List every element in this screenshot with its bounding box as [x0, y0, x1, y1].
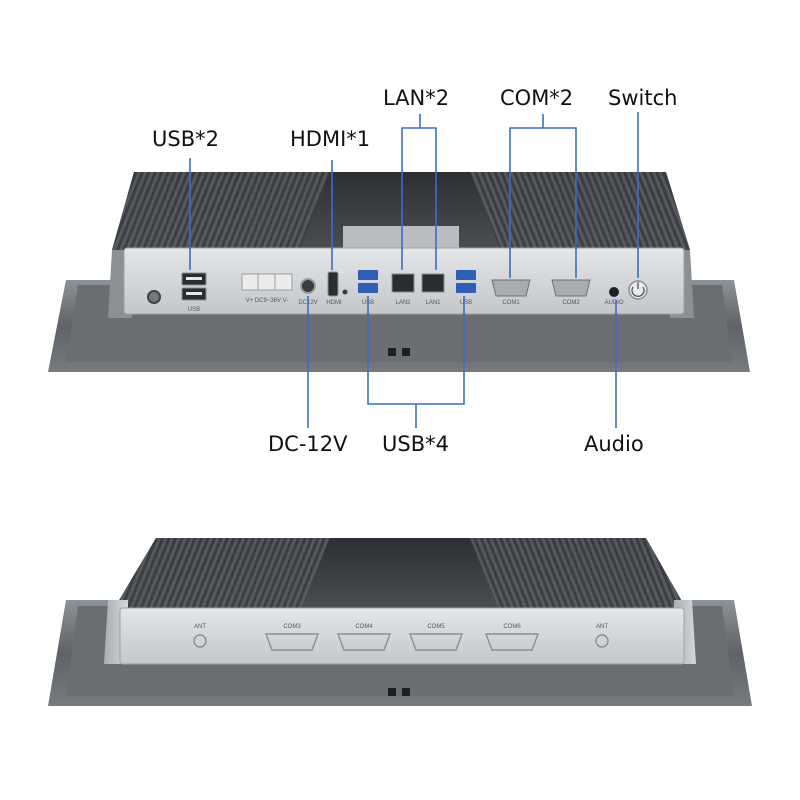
plate-label-lan1: LAN1: [425, 300, 441, 306]
com1-port: [491, 279, 531, 297]
com2-port: [551, 279, 591, 297]
usb-stack-a: [358, 270, 378, 293]
antenna-hole-left: [193, 634, 207, 648]
usb-stack-b: [456, 270, 476, 293]
com4-knockout: [336, 633, 392, 651]
bottom-heatsink-fins-left: [112, 538, 330, 612]
plate-label-audio: AUDIO: [604, 300, 623, 306]
lan1-port: [421, 273, 445, 293]
bottom-heatsink-fins-right: [470, 538, 688, 612]
plate-label-com3: COM3: [283, 624, 301, 630]
plate-label-com2: COM2: [562, 300, 580, 306]
callout-switch: Switch: [608, 86, 678, 110]
power-terminal: [241, 273, 293, 291]
plate-label-power: V+ DC9~36V V-: [246, 298, 289, 304]
plate-label-com6: COM6: [503, 624, 521, 630]
plate-label-usb-left: USB: [188, 307, 200, 313]
bottom-io-plate: [119, 607, 685, 665]
callout-dc: DC-12V: [268, 432, 348, 456]
ground-screw: [147, 290, 161, 304]
bottom-device: ANT COM3 COM4 COM5 COM6 ANT: [48, 538, 752, 706]
com3-knockout: [264, 633, 320, 651]
callout-usb2: USB*2: [152, 127, 219, 151]
callout-lan: LAN*2: [383, 86, 450, 110]
hdmi-port: [327, 271, 339, 297]
dc-jack: [300, 278, 316, 294]
lan2-port: [391, 273, 415, 293]
plate-label-com4: COM4: [355, 624, 373, 630]
callout-audio: Audio: [584, 432, 644, 456]
plate-label-com1: COM1: [502, 300, 520, 306]
com6-knockout: [484, 633, 540, 651]
plate-label-hdmi: HDMI: [326, 300, 342, 306]
plate-label-ant-right: ANT: [596, 624, 608, 630]
usb-port-left: [181, 272, 207, 301]
top-device: USB V+ DC9~36V V- DC12V HDMI USB LAN2 LA…: [48, 172, 750, 372]
antenna-hole-right: [595, 634, 609, 648]
leader-lines: [189, 112, 639, 428]
audio-jack: [609, 287, 619, 297]
com5-knockout: [408, 633, 464, 651]
top-heatsink-fins-left: [112, 172, 330, 250]
callout-usb4: USB*4: [382, 432, 449, 456]
top-heatsink-fins-right: [470, 172, 690, 250]
callout-hdmi: HDMI*1: [290, 127, 371, 151]
plate-label-lan2: LAN2: [395, 300, 411, 306]
plate-label-com5: COM5: [427, 624, 445, 630]
callout-com: COM*2: [500, 86, 574, 110]
plate-label-ant-left: ANT: [194, 624, 206, 630]
plate-label-usb-b: USB: [460, 300, 472, 306]
